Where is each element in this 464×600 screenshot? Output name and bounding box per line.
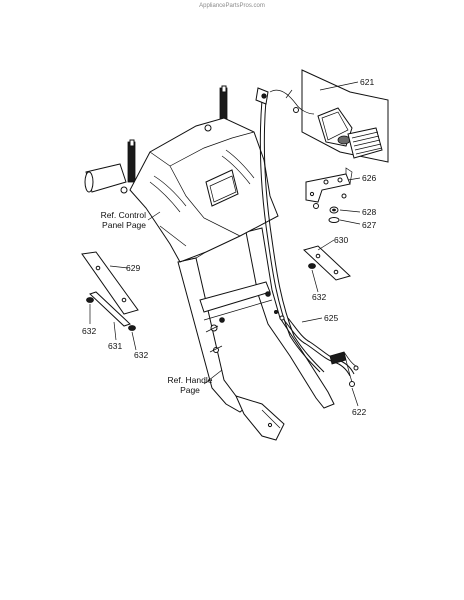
ref-handle-line2: Page [180, 385, 200, 395]
ref-handle-line1: Ref. Handle [168, 375, 213, 385]
part-630-right-bracket [303, 245, 351, 281]
callout-627: 627 [362, 220, 376, 230]
site-watermark: AppliancePartsPros.com [199, 3, 265, 9]
callout-621: 621 [360, 77, 374, 87]
part-621-window-panel [269, 69, 389, 163]
ref-control-panel-line2: Panel Page [102, 220, 146, 230]
callout-622: 622 [352, 407, 366, 417]
handle-frame [177, 227, 335, 441]
part-632-nuts-left [86, 297, 136, 331]
callout-626: 626 [362, 173, 376, 183]
leader-lines [89, 81, 361, 407]
control-panel-housing [84, 85, 279, 263]
control-cable [255, 87, 325, 373]
callout-632-bottom: 632 [134, 350, 148, 360]
part-629-left-bracket [81, 251, 139, 315]
part-631-strip [89, 291, 131, 327]
callout-632-left: 632 [82, 326, 96, 336]
callout-631: 631 [108, 341, 122, 351]
callout-629: 629 [126, 263, 140, 273]
callout-630: 630 [334, 235, 348, 245]
part-627-washer [313, 193, 347, 223]
ref-control-panel-line1: Ref. Control [101, 210, 146, 220]
part-625-cable [273, 309, 311, 345]
callout-625: 625 [324, 313, 338, 323]
callout-628: 628 [362, 207, 376, 217]
part-626-bracket [305, 167, 353, 203]
part-628-nut [329, 206, 339, 214]
part-622-harness [305, 341, 359, 387]
callout-632-right: 632 [312, 292, 326, 302]
